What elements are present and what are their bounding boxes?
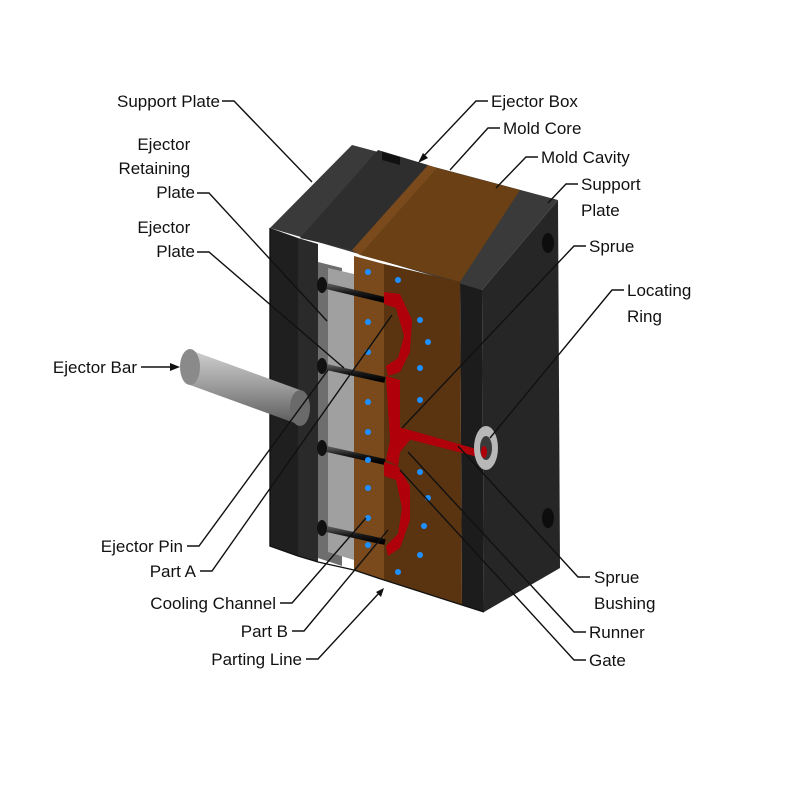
ejector-box-notch bbox=[382, 152, 400, 165]
leader-ejector-box-arrow bbox=[418, 153, 428, 163]
label-cooling-channel: Cooling Channel bbox=[150, 594, 276, 613]
leader-part-b bbox=[292, 529, 389, 632]
label-sprue: Sprue bbox=[589, 237, 634, 256]
cooling-channel-dot bbox=[365, 429, 371, 435]
ejector-pin bbox=[317, 440, 386, 465]
label-mold-cavity: Mold Cavity bbox=[541, 148, 630, 167]
right-support-plate-side bbox=[482, 200, 560, 612]
leader-parting-line-arrow bbox=[376, 588, 384, 597]
label-runner: Runner bbox=[589, 623, 645, 642]
labels-right: Ejector Box Mold Core Mold Cavity Suppor… bbox=[491, 92, 696, 670]
cooling-channel-dot bbox=[417, 469, 423, 475]
sprue bbox=[395, 426, 482, 458]
label-mold-core: Mold Core bbox=[503, 119, 581, 138]
leader-runner bbox=[407, 451, 586, 633]
cooling-channel-dot bbox=[395, 569, 401, 575]
labels-left: Support Plate Ejector Retaining Plate Ej… bbox=[53, 92, 302, 669]
cooling-channel-dot bbox=[421, 523, 427, 529]
support-plate-holes bbox=[542, 233, 554, 528]
ejector-pins bbox=[317, 277, 386, 545]
leader-support-plate-right bbox=[547, 183, 578, 204]
leader-parting-line bbox=[306, 591, 381, 660]
bolt-hole bbox=[542, 508, 554, 528]
cooling-channels bbox=[365, 269, 431, 575]
cooling-channel-dot bbox=[395, 277, 401, 283]
label-parting-line: Parting Line bbox=[211, 650, 302, 669]
part-a bbox=[384, 292, 412, 376]
bolt-hole bbox=[542, 233, 554, 253]
ejector-plate-face bbox=[328, 268, 354, 560]
cooling-channel-dot bbox=[365, 269, 371, 275]
leader-ejector-plate bbox=[197, 251, 345, 369]
ejector-pin bbox=[317, 358, 386, 383]
cooling-channel-dot bbox=[365, 399, 371, 405]
leader-sprue bbox=[401, 245, 586, 429]
label-gate: Gate bbox=[589, 651, 626, 670]
right-support-plate-front bbox=[460, 282, 484, 612]
ejector-pin bbox=[317, 520, 386, 545]
label-sprue-bushing: Sprue Bushing bbox=[594, 568, 655, 613]
label-ejector-plate: Ejector Plate bbox=[137, 218, 195, 261]
cooling-channel-dot bbox=[417, 397, 423, 403]
leader-part-a bbox=[200, 314, 393, 572]
leader-ejector-box bbox=[421, 100, 488, 159]
leader-ejector-bar-arrow bbox=[170, 363, 180, 371]
cooling-channel-dot bbox=[365, 542, 371, 548]
mold-core-top bbox=[352, 165, 437, 255]
leader-gate bbox=[399, 469, 586, 661]
cooling-channel-dot bbox=[425, 339, 431, 345]
leader-support-plate-left bbox=[222, 100, 313, 183]
leader-sprue-bushing bbox=[457, 445, 590, 578]
ejector-pin bbox=[317, 277, 386, 303]
cooling-channel-dot bbox=[365, 515, 371, 521]
label-ejector-pin: Ejector Pin bbox=[101, 537, 183, 556]
leader-mold-cavity bbox=[495, 156, 538, 189]
label-part-a: Part A bbox=[150, 562, 197, 581]
mold-cavity-top bbox=[360, 168, 520, 282]
ejector-bar bbox=[180, 349, 310, 426]
leader-ejector-retaining-plate bbox=[197, 192, 328, 322]
leader-ejector-pin bbox=[187, 369, 329, 547]
leader-lines bbox=[141, 100, 624, 661]
label-ejector-box: Ejector Box bbox=[491, 92, 578, 111]
cooling-channel-dot bbox=[417, 552, 423, 558]
cooling-channel-dot bbox=[365, 485, 371, 491]
cooling-channel-dot bbox=[417, 365, 423, 371]
label-support-plate-right: Support Plate bbox=[581, 175, 645, 220]
locating-ring bbox=[474, 426, 498, 470]
label-support-plate-left: Support Plate bbox=[117, 92, 220, 111]
label-ejector-retaining-plate: Ejector Retaining Plate bbox=[118, 135, 195, 202]
ejector-box-top bbox=[300, 150, 428, 250]
mold-core-front bbox=[354, 256, 384, 580]
mold-body bbox=[269, 145, 560, 613]
cooling-channel-dot bbox=[365, 457, 371, 463]
leader-mold-core bbox=[449, 127, 500, 171]
cooling-channel-dot bbox=[417, 317, 423, 323]
cooling-channel-dot bbox=[365, 319, 371, 325]
leader-locating-ring bbox=[489, 289, 624, 439]
runner bbox=[386, 376, 410, 466]
part-b bbox=[384, 462, 410, 556]
label-part-b: Part B bbox=[241, 622, 288, 641]
molded-parts bbox=[384, 292, 482, 556]
label-locating-ring: Locating Ring bbox=[627, 281, 696, 326]
label-ejector-bar: Ejector Bar bbox=[53, 358, 137, 377]
mold-outline bbox=[269, 228, 485, 613]
leader-cooling-channel bbox=[280, 517, 367, 604]
